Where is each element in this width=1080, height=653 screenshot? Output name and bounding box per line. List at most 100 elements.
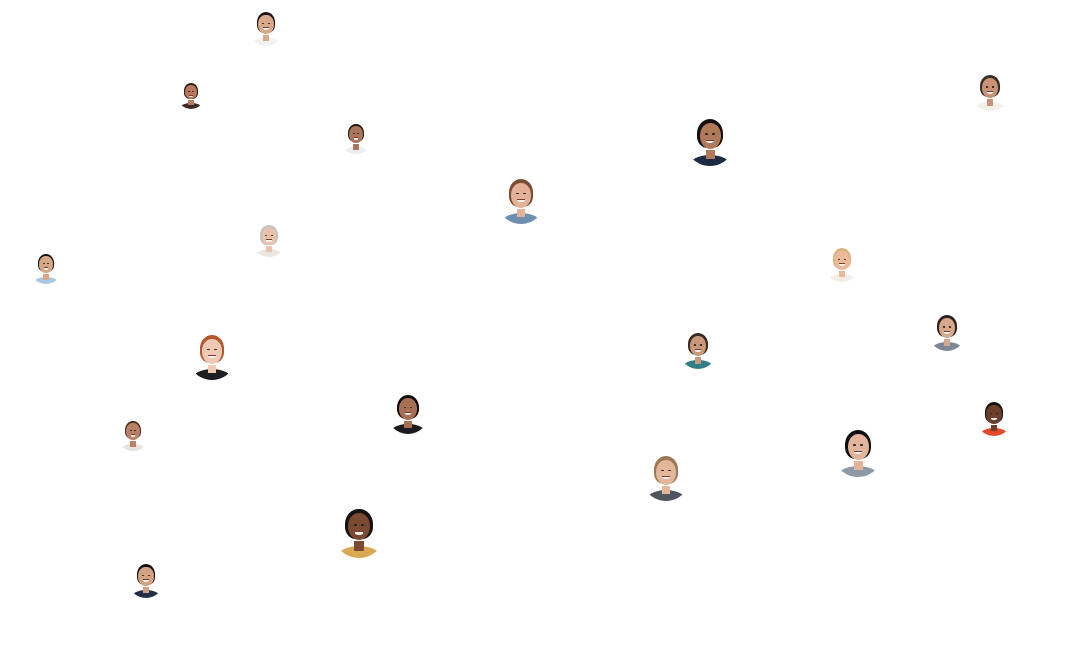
avatar-neck <box>262 34 270 41</box>
avatar-shirt <box>32 276 60 284</box>
avatar-mouth <box>353 137 359 140</box>
avatar-eye <box>42 263 45 265</box>
avatar-mouth <box>143 579 149 583</box>
avatar-eye <box>134 430 137 432</box>
avatar-face <box>138 567 154 586</box>
avatar-eye <box>188 90 190 92</box>
avatar-eye <box>214 348 218 351</box>
avatar-shirt <box>500 212 542 224</box>
avatar-face <box>690 336 706 357</box>
avatar-eye <box>515 192 519 195</box>
avatar-mouth <box>991 417 997 421</box>
avatar <box>333 506 385 558</box>
avatar-mouth <box>944 331 950 335</box>
avatar-shirt <box>931 342 963 351</box>
avatar-eye <box>990 412 993 414</box>
avatar-eye <box>142 574 145 576</box>
avatar-mouth <box>839 263 845 267</box>
avatar-shirt <box>342 146 370 154</box>
avatar-neck <box>986 98 994 106</box>
avatar-eye <box>262 22 265 24</box>
avatar-eye <box>704 133 708 136</box>
avatar-eye <box>47 263 50 265</box>
avatar-eye <box>352 133 355 135</box>
avatar-face <box>348 513 370 541</box>
avatar-eye <box>712 133 716 136</box>
avatar <box>252 223 286 257</box>
avatar-eye <box>192 90 194 92</box>
avatar-mouth <box>130 434 136 437</box>
avatar-eye <box>843 258 846 260</box>
avatar-mouth <box>188 94 194 97</box>
avatar-shirt <box>254 249 284 257</box>
avatar-neck <box>43 273 49 280</box>
avatar-shirt <box>250 37 282 46</box>
avatar-face <box>201 338 223 364</box>
avatar-eye <box>523 192 527 195</box>
avatar-mouth <box>695 349 701 353</box>
avatar-neck <box>354 541 364 551</box>
avatar-mouth <box>706 140 714 144</box>
avatar-neck <box>130 440 136 447</box>
avatar-shirt <box>191 368 233 380</box>
avatar-mouth <box>208 355 216 359</box>
avatar-eye <box>206 348 210 351</box>
avatar-mouth <box>662 476 670 480</box>
avatar-eye <box>991 86 994 88</box>
avatar-neck <box>990 424 998 431</box>
avatar-eye <box>357 133 360 135</box>
avatar-neck <box>207 364 217 374</box>
avatar <box>30 252 62 284</box>
avatar-neck <box>661 485 671 495</box>
avatar-mouth <box>517 199 525 203</box>
avatar-mouth <box>355 531 363 535</box>
avatar <box>128 562 164 598</box>
avatar-neck <box>943 338 951 346</box>
avatar-face <box>39 256 53 274</box>
avatar-shirt <box>390 424 426 434</box>
avatar-eye <box>361 524 365 526</box>
avatar-eye <box>409 406 413 409</box>
avatar-eye <box>403 406 407 409</box>
avatar <box>976 400 1012 436</box>
avatar <box>340 122 372 154</box>
avatar-shirt <box>837 465 879 477</box>
avatar-face <box>510 182 532 208</box>
avatar <box>188 332 236 380</box>
avatar-face <box>699 123 721 149</box>
avatar-neck <box>705 150 715 159</box>
avatar-shirt <box>689 154 731 166</box>
avatar-eye <box>265 234 268 237</box>
avatar-neck <box>188 100 194 106</box>
avatar-face <box>939 318 955 339</box>
avatar-eye <box>948 326 951 328</box>
avatar-face <box>834 251 850 270</box>
avatar-eye <box>943 326 946 328</box>
avatar-shirt <box>130 589 162 598</box>
avatar <box>642 453 690 501</box>
avatar-eye <box>147 574 150 576</box>
avatar-neck <box>265 246 273 253</box>
avatar-mouth <box>404 412 412 416</box>
avatar-shirt <box>682 360 714 369</box>
avatar-neck <box>516 208 526 218</box>
avatar-mouth <box>987 91 993 95</box>
avatar-shirt <box>645 489 687 501</box>
avatar-eye <box>986 86 989 88</box>
avatar-eye <box>860 444 864 447</box>
avatar-mouth <box>266 239 272 242</box>
avatar <box>248 10 284 46</box>
avatar <box>497 176 545 224</box>
avatar-face <box>258 15 274 34</box>
avatar-mouth <box>43 267 49 270</box>
avatar-eye <box>668 469 672 472</box>
avatar-face <box>399 397 417 420</box>
avatar-shirt <box>826 273 858 282</box>
avatar <box>824 246 860 282</box>
avatar-eye <box>699 344 702 346</box>
avatar-face <box>982 78 998 99</box>
avatar-face <box>655 459 677 485</box>
avatar-face <box>185 84 197 100</box>
avatar-eye <box>838 258 841 260</box>
avatar-mouth <box>263 27 269 31</box>
